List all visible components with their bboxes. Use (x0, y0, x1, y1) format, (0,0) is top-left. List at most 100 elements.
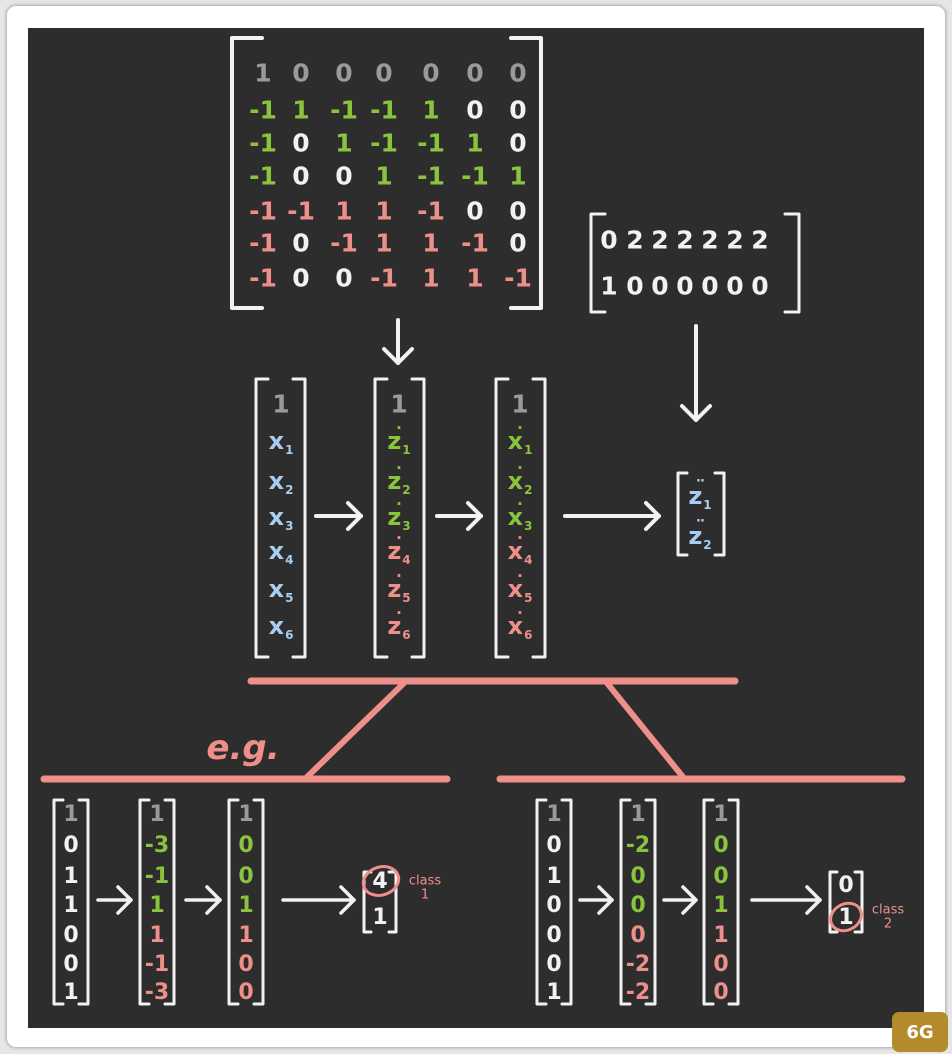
output-matrix-cell: 0 (701, 271, 719, 301)
weight-matrix-cell: -1 (417, 161, 445, 191)
ex2-hidden-entry: 1 (630, 802, 646, 827)
output-matrix-cell: 0 (751, 271, 769, 301)
activation-vector-entry: x6· (507, 606, 533, 642)
weight-matrix-cell: 1 (375, 228, 393, 258)
input-vector-entry: x3 (269, 505, 294, 532)
input-vector-entry: 1 (272, 392, 289, 417)
input-vector-entry: x5 (269, 577, 294, 604)
ex2-input-vector-right-bracket (560, 798, 573, 1006)
ex1-hidden-entry: -3 (144, 980, 170, 1005)
hidden-vector-entry: z6· (387, 606, 410, 642)
ex1-activation-entry: 1 (238, 893, 254, 918)
ex1-input-vector-left-bracket (52, 798, 65, 1006)
weight-matrix-cell: 1 (375, 161, 393, 191)
weight-matrix-cell: -1 (330, 95, 358, 125)
weight-matrix-cell: -1 (287, 196, 315, 226)
weight-matrix-cell: -1 (249, 161, 277, 191)
arrow-xdot-to-out-head (644, 501, 661, 531)
output-vector-right-bracket (713, 471, 726, 557)
activation-vector-entry-dot: · (517, 419, 523, 437)
input-vector-entry-subscript: 4 (285, 553, 294, 567)
hidden-vector-right-bracket (410, 377, 426, 659)
ex2-activation-entry: 0 (713, 952, 729, 977)
ex2-hidden-entry: 0 (630, 923, 646, 948)
hidden-vector-entry-symbol: z (387, 575, 402, 603)
ex1-input-vector-right-bracket (77, 798, 90, 1006)
output-vector-entry-dot: ·· (696, 474, 705, 489)
ex1-hidden-entry: 1 (149, 802, 165, 827)
output-vector-entry-symbol: z (688, 522, 703, 550)
ex1-hidden-entry: 1 (149, 893, 165, 918)
output-vector-entry: z1·· (688, 475, 711, 511)
ex2-activation-entry: 0 (713, 833, 729, 858)
output-vector-entry-symbol: z (688, 482, 703, 510)
ex2-activation-vector-right-bracket (727, 798, 740, 1006)
ex2-input-vector-left-bracket (535, 798, 548, 1006)
ex2-class-word: class (871, 902, 905, 918)
input-vector-entry-symbol: x (268, 537, 285, 565)
weight-matrix-cell: 0 (466, 196, 484, 226)
weight-matrix-cell: -1 (461, 228, 489, 258)
eg-label: e.g. (206, 728, 280, 768)
ex2-arrow-2-head (805, 885, 822, 915)
output-vector-entry-dot: ·· (696, 514, 705, 529)
ex1-input-entry: 0 (63, 923, 79, 948)
input-vector-entry-subscript: 6 (285, 628, 294, 642)
weight-matrix-cell: -1 (370, 95, 398, 125)
ex1-hidden-entry: -1 (144, 952, 170, 977)
ex2-hidden-entry: -2 (625, 980, 651, 1005)
input-vector-entry: x1 (268, 427, 294, 456)
ex2-output-vector-left-bracket (828, 870, 839, 934)
weight-matrix-cell: 0 (292, 228, 310, 258)
hidden-vector-entry-subscript: 5 (402, 591, 411, 605)
weight-matrix-cell: 0 (509, 58, 527, 88)
ex1-output-entry: 1 (372, 905, 388, 930)
hidden-vector-entry-subscript: 3 (402, 519, 411, 533)
output-matrix-cell: 2 (676, 225, 694, 255)
output-matrix-cell: 0 (626, 271, 644, 301)
output-vector-left-bracket (676, 471, 689, 557)
weight-matrix-cell: 0 (335, 263, 353, 293)
ex2-output-entry: 0 (838, 873, 854, 898)
weight-matrix-cell: -1 (417, 196, 445, 226)
weight-matrix-cell: 0 (509, 128, 527, 158)
hidden-vector-entry-dot: · (396, 419, 402, 437)
input-vector-entry-symbol: x (268, 427, 285, 455)
activation-vector-entry: x3· (507, 497, 533, 533)
activation-vector-entry-symbol: x (507, 612, 524, 640)
ex2-input-entry: 1 (546, 980, 562, 1005)
ex1-activation-vector-right-bracket (252, 798, 265, 1006)
ex1-hidden-vector-left-bracket (138, 798, 151, 1006)
arrow-matrix-down-head (382, 347, 414, 365)
weight-matrix-cell: -1 (370, 128, 398, 158)
hidden-vector-entry-dot: · (396, 604, 402, 622)
ex2-output-entry: 1 (838, 905, 854, 930)
ex2-input-entry: 1 (546, 864, 562, 889)
weight-matrix-cell: 0 (422, 58, 440, 88)
hidden-vector-left-bracket (373, 377, 389, 659)
ex1-hidden-entry: -3 (144, 833, 170, 858)
ex1-hidden-vector-right-bracket (163, 798, 176, 1006)
weight-matrix-cell: 1 (422, 228, 440, 258)
output-matrix-cell: 0 (726, 271, 744, 301)
output-matrix-left-bracket (589, 212, 607, 314)
weight-matrix-cell: 0 (335, 58, 353, 88)
activation-vector-entry-symbol: x (507, 537, 524, 565)
weight-matrix-cell: -1 (330, 228, 358, 258)
activation-vector-entry-symbol: x (507, 503, 524, 531)
input-vector-entry: x4 (268, 537, 294, 566)
activation-vector-entry-subscript: 4 (524, 553, 533, 567)
hidden-vector-entry-symbol: z (387, 612, 402, 640)
activation-vector-entry-dot: · (517, 495, 523, 513)
weight-matrix-cell: 1 (466, 128, 484, 158)
weight-matrix-cell: 0 (466, 95, 484, 125)
tree-left-branch (304, 680, 407, 780)
output-matrix-right-bracket (783, 212, 801, 314)
ex2-hidden-vector-left-bracket (619, 798, 632, 1006)
input-vector-entry: x2 (269, 469, 294, 496)
input-vector-entry-subscript: 1 (285, 443, 294, 457)
activation-vector-left-bracket (494, 377, 510, 659)
activation-vector-entry-dot: · (517, 604, 523, 622)
